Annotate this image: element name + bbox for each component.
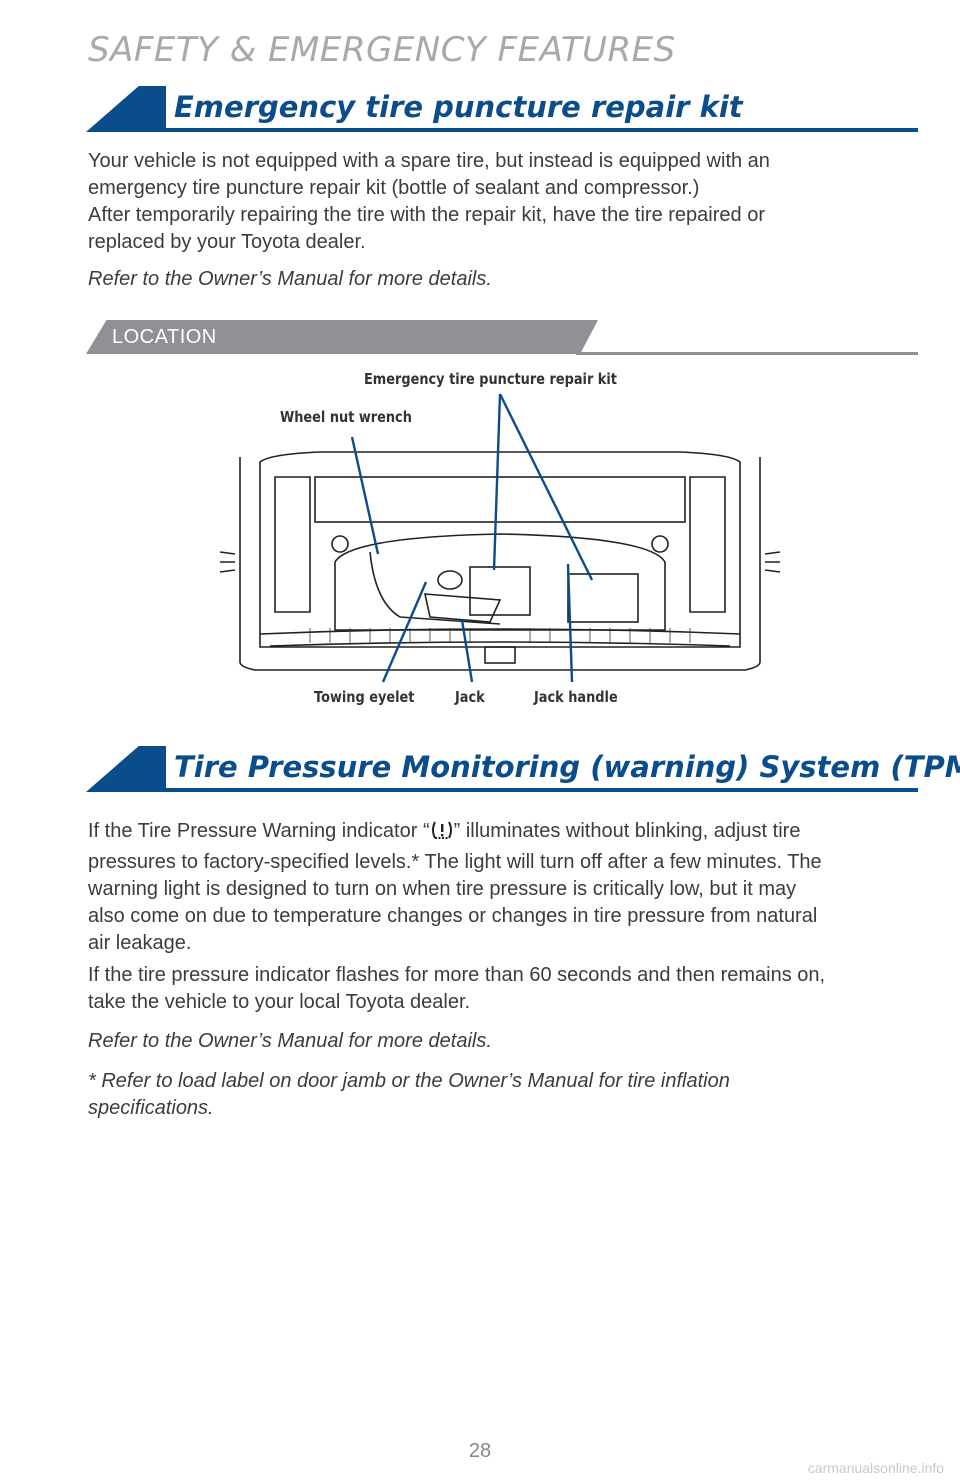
right-panel [689, 476, 726, 613]
location-bar: LOCATION [86, 320, 918, 356]
trunk-outline [239, 457, 761, 671]
jack-line [460, 619, 474, 683]
text-line: If the tire pressure indicator flashes f… [88, 964, 826, 986]
repair-kit-line-1 [492, 393, 502, 571]
jack-shape [423, 593, 502, 623]
section-rule [156, 128, 918, 132]
wrench-shape [369, 551, 501, 625]
text-line: also come on due to temperature changes … [88, 905, 818, 927]
text-line: air leakage. [88, 932, 192, 954]
callout-lines [350, 393, 594, 683]
repair-kit-title: Emergency tire puncture repair kit [174, 90, 743, 124]
rear-shelf [314, 476, 686, 523]
callout-jack: Jack [455, 688, 485, 706]
text-line: If the Tire Pressure Warning indicator “… [88, 818, 918, 849]
storage-well [334, 533, 666, 631]
side-lines [219, 551, 781, 573]
callout-towing-eyelet: Towing eyelet [314, 688, 415, 706]
text-line: replaced by your Toyota dealer. [88, 231, 366, 253]
tpms-refer: Refer to the Owner’s Manual for more det… [88, 1030, 492, 1052]
section-marker [86, 86, 166, 132]
watermark: carmanualsonline.info [807, 1460, 944, 1476]
tpms-section-bar: Tire Pressure Monitoring (warning) Syste… [86, 746, 960, 792]
repair-kit-paragraph: Your vehicle is not equipped with a spar… [88, 148, 918, 256]
trunk-illustration [219, 393, 781, 683]
page-number: 28 [468, 1440, 492, 1462]
section-marker [86, 746, 166, 792]
callout-repair-kit: Emergency tire puncture repair kit [364, 370, 617, 388]
sill [259, 628, 741, 635]
text-line: take the vehicle to your local Toyota de… [88, 991, 471, 1013]
text-segment: If the Tire Pressure Warning indicator “ [88, 820, 430, 842]
fastener [651, 535, 669, 553]
text-line: pressures to factory-specified levels.* … [88, 851, 822, 873]
text-line: warning light is designed to turn on whe… [88, 878, 797, 900]
jack-knob [437, 570, 463, 590]
repair-kit-line-2 [498, 393, 594, 581]
location-label: LOCATION [112, 326, 217, 348]
location-rule [576, 352, 918, 355]
section-rule [156, 788, 918, 792]
tpms-footnote: * Refer to load label on door jamb or th… [88, 1068, 918, 1122]
tpms-paragraph-2: If the tire pressure indicator flashes f… [88, 962, 918, 1016]
page-header: SAFETY & EMERGENCY FEATURES [88, 30, 676, 70]
tpms-title: Tire Pressure Monitoring (warning) Syste… [174, 750, 960, 784]
wheel-nut-wrench-line [350, 436, 380, 555]
text-line: After temporarily repairing the tire wit… [88, 204, 765, 226]
text-line: emergency tire puncture repair kit (bott… [88, 177, 700, 199]
compressor-box [469, 566, 531, 616]
repair-kit-refer: Refer to the Owner’s Manual for more det… [88, 268, 492, 290]
callout-jack-handle: Jack handle [534, 688, 618, 706]
jack-handle-line [566, 563, 574, 683]
location-tab [86, 320, 598, 354]
trunk-diagram: Emergency tire puncture repair kit Wheel… [200, 362, 800, 712]
tire-pressure-warning-icon [430, 819, 454, 849]
fastener [331, 535, 349, 553]
left-panel [274, 476, 311, 613]
text-line: * Refer to load label on door jamb or th… [88, 1070, 730, 1092]
tpms-paragraph-1: If the Tire Pressure Warning indicator “… [88, 818, 918, 957]
text-line: Your vehicle is not equipped with a spar… [88, 150, 770, 172]
towing-eyelet-line [381, 581, 428, 683]
latch [484, 646, 516, 664]
text-segment: ” illuminates without blinking, adjust t… [453, 820, 801, 842]
callout-wheel-nut-wrench: Wheel nut wrench [280, 408, 412, 426]
sill-inner [269, 641, 731, 647]
repair-kit-section-bar: Emergency tire puncture repair kit [86, 86, 918, 132]
sealant-box [567, 573, 639, 623]
text-line: specifications. [88, 1097, 214, 1119]
trunk-opening [259, 451, 741, 648]
